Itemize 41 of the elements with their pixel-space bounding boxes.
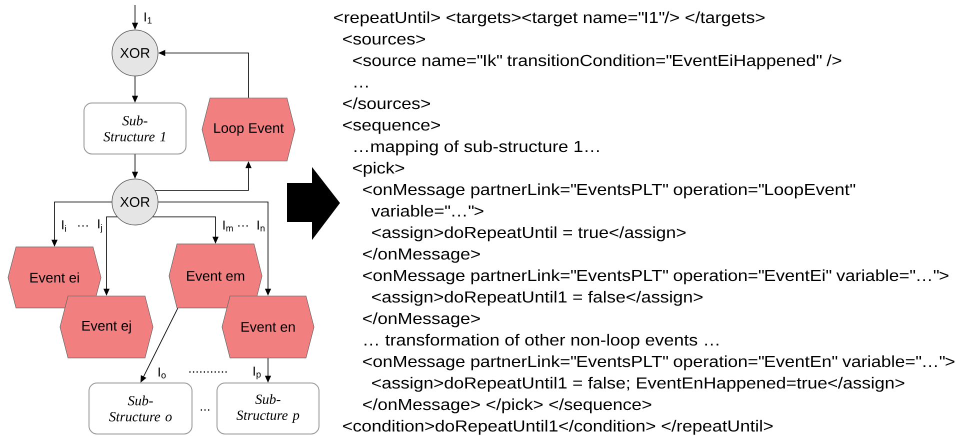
edge-label: I$_{o}$ [158,368,166,378]
code-line: </onMessage> [363,248,480,263]
code-line: <assign>doRepeatUntil1 = false; EventEnHappened=true</assign> [372,376,904,392]
edge-label: I$_{n}$ [258,220,264,232]
xor-gateway: XOR [112,30,158,76]
code-line: </onMessage> </pick> </sequence> [363,398,652,414]
event-hexagon: Event ei [8,246,102,308]
code-line: … transformation of other non-loop events … [364,334,718,349]
code-line: <onMessage partnerLink="EventsPLT" operation="LoopEvent" [363,183,856,198]
code-line: </onMessage> [363,312,480,328]
code-line: <source name="Ik" transitionCondition="EventEiHappened" /> [353,54,842,70]
edge-label: I$_{1}$ [144,12,152,24]
code-line: <onMessage partnerLink="EventsPLT" operation="EventEi" variable="…"> [363,269,948,284]
code-line: </sources> [343,97,430,110]
code-line: <condition>doRepeatUntil1</condition> </repeatUntil> [343,420,773,435]
event-hexagon: Event en [222,296,314,358]
code-line: …mapping of sub-structure 1… [354,140,599,156]
code-line: <onMessage partnerLink="EventsPLT" operation="EventEn" variable="…"> [363,355,954,370]
substructure-box: Sub- Structure p [216,382,320,434]
code-line: <pick> [353,162,404,177]
code-line: <assign>doRepeatUntil1 = false</assign> [372,290,703,306]
code-line: <sequence> [343,121,440,134]
code-line: <assign>doRepeatUntil = true</assign> [372,226,686,242]
ellipsis: ........... [189,371,227,373]
edge-label: I$_{i}$ [62,220,66,232]
ellipsis: … [78,225,88,227]
event-hexagon: Event ej [60,296,154,358]
edge-label: I$_{p}$ [254,366,261,380]
substructure-box: Sub- Structure 1 [84,102,186,154]
xor-gateway: XOR [112,178,158,226]
event-hexagon: Loop Event [202,98,296,162]
ellipsis: ... [200,409,210,411]
code-line: <repeatUntil> <targets><target name="I1"/> </targets> [334,11,765,26]
code-line: variable="…"> [371,204,484,217]
code-line: <sources> [343,35,425,45]
ellipsis: … [238,225,248,227]
event-hexagon: Event em [168,244,262,308]
edge-label: I$_{m}$ [223,220,233,232]
edge-label: I$_{j}$ [98,219,102,233]
substructure-box: Sub- Structure o [88,382,192,434]
code-line: … [354,86,368,88]
